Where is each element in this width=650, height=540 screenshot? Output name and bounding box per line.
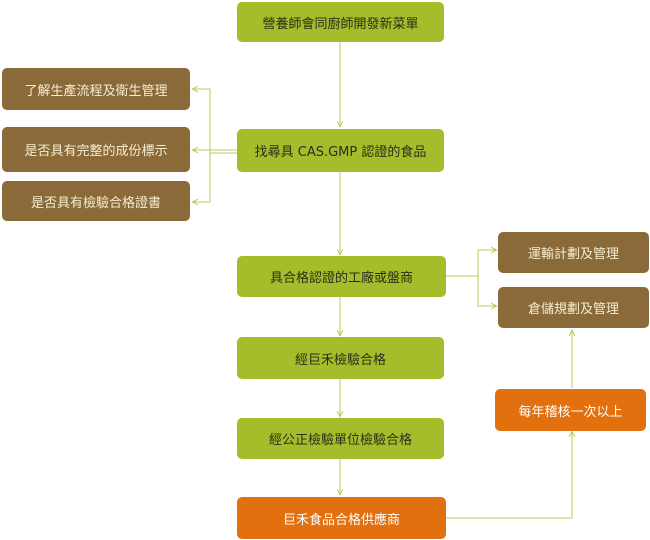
- node-production-hygiene: 了解生產流程及衛生管理: [2, 68, 190, 110]
- node-find-certified-food: 找尋具 CAS.GMP 認證的食品: [237, 129, 444, 172]
- left-branch-bracket: [193, 89, 237, 154]
- node-qualified-supplier: 巨禾食品合格供應商: [237, 497, 446, 539]
- node-certified-factory: 具合格認證的工廠或盤商: [237, 256, 446, 297]
- right-branch-bracket: [446, 250, 496, 277]
- node-inhouse-inspection: 經巨禾檢驗合格: [237, 337, 444, 379]
- node-storage-planning: 倉儲規劃及管理: [498, 287, 649, 328]
- node-develop-menu: 營養師會同廚師開發新菜單: [237, 2, 444, 42]
- node-third-party-inspection: 經公正檢驗單位檢驗合格: [237, 418, 444, 459]
- node-annual-audit: 每年稽核一次以上: [495, 389, 646, 431]
- node-ingredient-label: 是否具有完整的成份標示: [2, 127, 190, 172]
- node-transport-planning: 運輸計劃及管理: [498, 232, 649, 273]
- audit-feedback-line: [446, 432, 572, 519]
- node-inspection-certificate: 是否具有檢驗合格證書: [2, 181, 190, 221]
